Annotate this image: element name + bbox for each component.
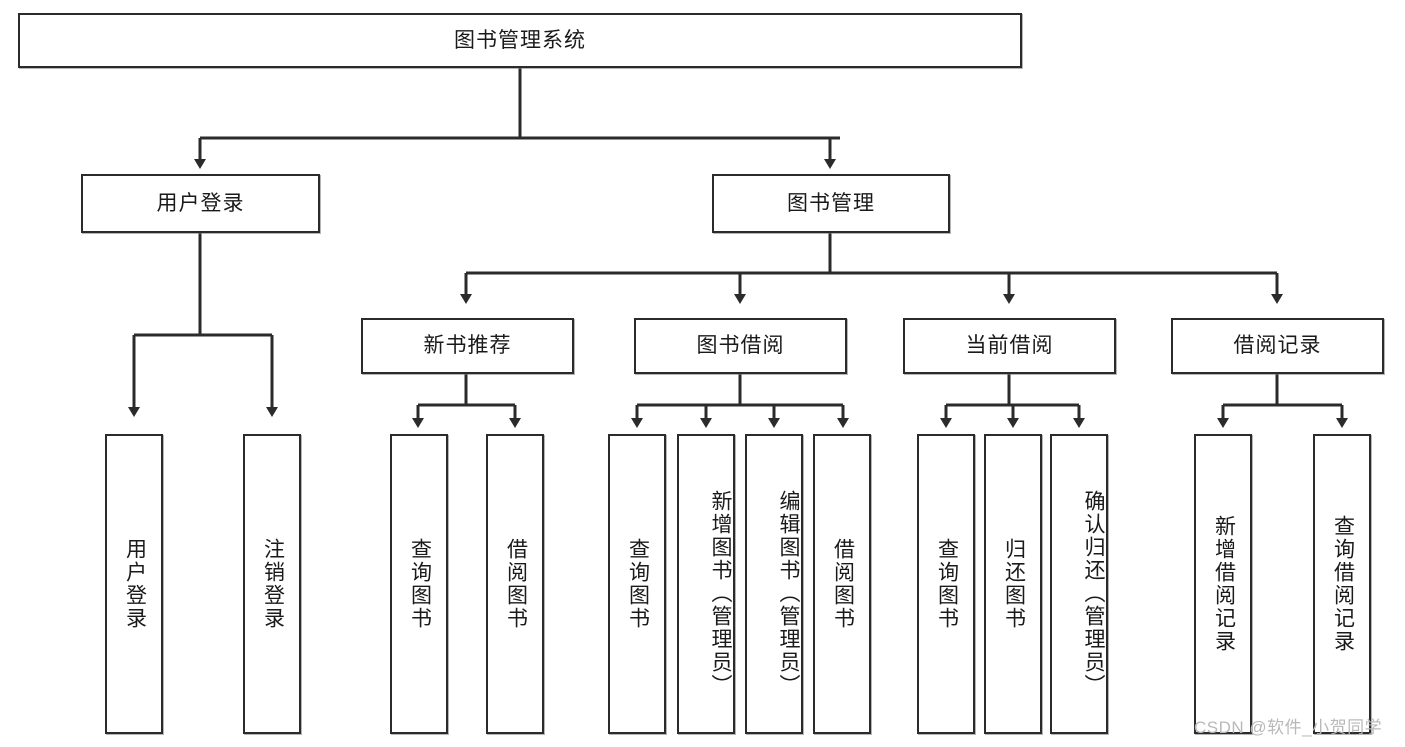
node-user-login[interactable]: 用户登录: [81, 174, 320, 233]
leaf-query-book-recommend[interactable]: 查询图书: [390, 434, 448, 734]
node-label: 新增借阅记录: [1212, 515, 1236, 653]
leaf-return-book[interactable]: 归还图书: [984, 434, 1042, 734]
leaf-add-book-admin[interactable]: 新增图书（管理员）: [677, 434, 735, 734]
leaf-edit-book-admin[interactable]: 编辑图书（管理员）: [745, 434, 803, 734]
node-label: 查询借阅记录: [1331, 515, 1355, 653]
leaf-user-login[interactable]: 用户登录: [105, 434, 163, 734]
node-label: 借阅记录: [1233, 334, 1322, 358]
node-label: 编辑图书（管理员）: [777, 489, 800, 697]
node-book-borrow[interactable]: 图书借阅: [634, 318, 847, 374]
node-label: 图书管理: [787, 191, 875, 215]
node-label: 注销登录: [261, 538, 285, 630]
leaf-borrow-book[interactable]: 借阅图书: [813, 434, 871, 734]
leaf-query-book-borrow[interactable]: 查询图书: [608, 434, 666, 734]
node-label: 图书管理系统: [454, 28, 586, 52]
node-label: 新书推荐: [423, 334, 512, 358]
leaf-query-borrow-record[interactable]: 查询借阅记录: [1313, 434, 1371, 734]
node-current-borrow[interactable]: 当前借阅: [903, 318, 1116, 374]
node-label: 归还图书: [1002, 538, 1026, 630]
node-label: 用户登录: [156, 191, 245, 215]
node-label: 借阅图书: [831, 538, 855, 630]
node-book-management[interactable]: 图书管理: [712, 174, 950, 233]
node-label: 借阅图书: [504, 538, 528, 630]
node-label: 新增图书（管理员）: [709, 489, 732, 697]
node-label: 图书借阅: [696, 334, 785, 358]
node-label: 查询图书: [408, 538, 432, 630]
node-label: 确认归还（管理员）: [1082, 489, 1105, 697]
leaf-query-book-current[interactable]: 查询图书: [917, 434, 975, 734]
node-borrow-record[interactable]: 借阅记录: [1171, 318, 1384, 374]
node-label: 用户登录: [123, 538, 147, 630]
leaf-add-borrow-record[interactable]: 新增借阅记录: [1194, 434, 1252, 734]
node-new-book-recommend[interactable]: 新书推荐: [361, 318, 574, 374]
node-root-system[interactable]: 图书管理系统: [18, 13, 1022, 68]
leaf-borrow-book-recommend[interactable]: 借阅图书: [486, 434, 544, 734]
node-label: 当前借阅: [965, 334, 1054, 358]
leaf-logout[interactable]: 注销登录: [243, 434, 301, 734]
leaf-confirm-return-admin[interactable]: 确认归还（管理员）: [1050, 434, 1108, 734]
node-label: 查询图书: [626, 538, 650, 630]
node-label: 查询图书: [935, 538, 959, 630]
watermark-text: CSDN @软件_小贺同学: [1194, 718, 1383, 737]
